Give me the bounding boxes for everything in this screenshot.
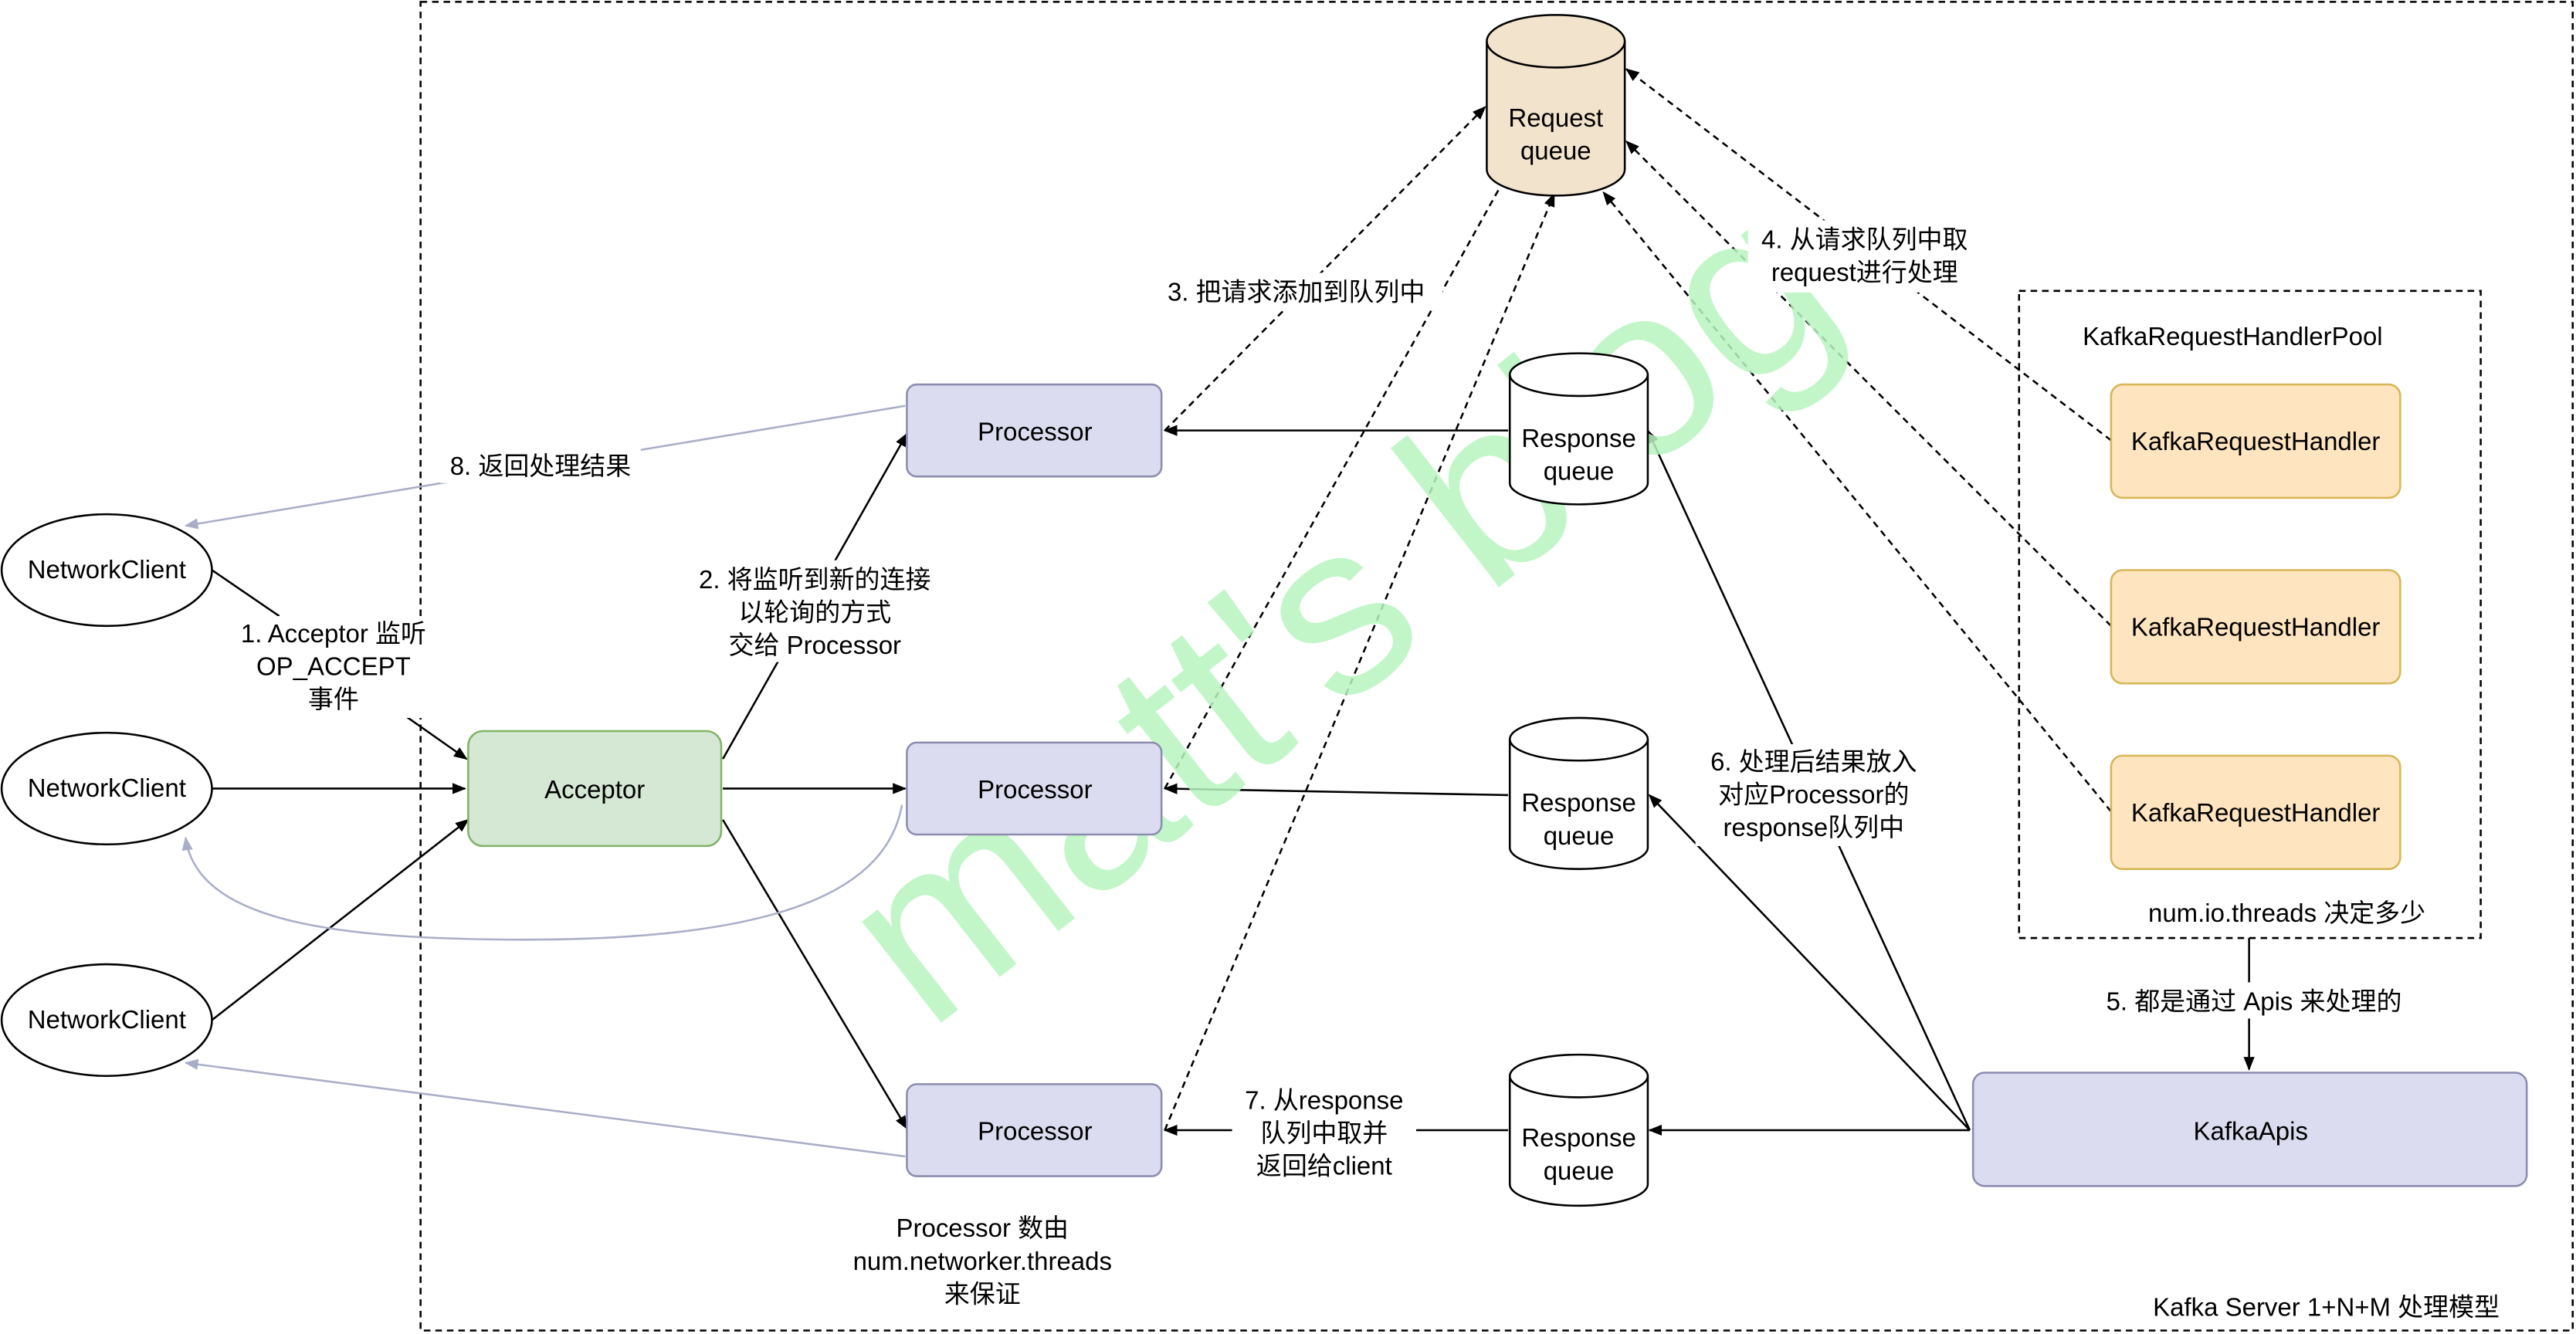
edge-apis-respq2 (1648, 794, 1971, 1131)
processor-node-1[interactable]: Processor (906, 383, 1163, 478)
step6-line3: response队列中 (1724, 813, 1905, 841)
handler-pool-title: KafkaRequestHandlerPool (2083, 322, 2383, 350)
network-client-3[interactable]: NetworkClient (0, 963, 213, 1078)
processor-note-line2: num.networker.threads (853, 1247, 1112, 1275)
step8-text: 8. 返回处理结果 (450, 452, 631, 480)
response-queue-3-label-line2: queue (1544, 1156, 1615, 1185)
kafka-apis-label: KafkaApis (2194, 1117, 2308, 1146)
processor-node-3[interactable]: Processor (906, 1083, 1163, 1177)
network-client-3-label: NetworkClient (28, 1005, 186, 1034)
response-queue-cylinder-3[interactable]: Response queue (1508, 1053, 1649, 1207)
response-queue-cylinder-2[interactable]: Response queue (1508, 716, 1649, 870)
edge-acceptor-processor3 (722, 819, 908, 1130)
step5-text: 5. 都是通过 Apis 来处理的 (2107, 987, 2402, 1016)
edge-client3-acceptor (211, 818, 469, 1021)
step4-line2: request进行处理 (1771, 258, 1958, 286)
step1-line3: 事件 (308, 685, 359, 713)
step3-text: 3. 把请求添加到队列中 (1168, 278, 1425, 306)
edge-processor2-requestq (1164, 171, 1510, 790)
edge-client1-link (211, 569, 280, 618)
edge-processor3-client3-return (184, 1058, 906, 1158)
step8-label: 8. 返回处理结果 (440, 446, 641, 483)
step6-label: 6. 处理后结果放入 对应Processor的 response队列中 (1695, 743, 1936, 846)
processor-1-label: Processor (978, 417, 1092, 445)
request-handler-1-label: KafkaRequestHandler (2131, 427, 2381, 455)
edge-handler3-requestq (1602, 191, 2112, 813)
step2-label: 2. 将监听到新的连接 以轮询的方式 交给 Processor (676, 560, 957, 662)
server-model-title: Kafka Server 1+N+M 处理模型 (2153, 1292, 2500, 1321)
processor-node-2[interactable]: Processor (906, 741, 1163, 836)
acceptor-label: Acceptor (544, 775, 645, 804)
request-queue-cylinder[interactable]: Request queue (1486, 14, 1626, 197)
response-queue-2-label-line2: queue (1544, 821, 1615, 850)
response-queue-1-label-line1: Response (1521, 424, 1635, 452)
processor-2-label: Processor (978, 775, 1092, 804)
step5-label: 5. 都是通过 Apis 来处理的 (2090, 982, 2418, 1019)
edge-processor3-requestq (1164, 192, 1555, 1131)
network-client-2[interactable]: NetworkClient (0, 731, 213, 846)
io-threads-note: num.io.threads 决定多少 (2148, 899, 2425, 927)
step1-line2: OP_ACCEPT (256, 652, 411, 681)
step4-line1: 4. 从请求队列中取 (1761, 225, 1968, 253)
edge-step1-acceptor (405, 715, 468, 760)
step7-label: 7. 从response 队列中取并 返回给client (1232, 1081, 1416, 1183)
step3-label: 3. 把请求添加到队列中 (1150, 273, 1442, 310)
edge-respq2-processor2 (1163, 783, 1509, 797)
kafka-server-boundary (419, 1, 2574, 1332)
network-client-2-label: NetworkClient (28, 774, 186, 802)
request-handler-1[interactable]: KafkaRequestHandler (2110, 383, 2401, 499)
step2-line2: 以轮询的方式 (738, 598, 891, 626)
step6-line2: 对应Processor的 (1718, 780, 1909, 809)
step7-line3: 返回给client (1256, 1151, 1392, 1180)
processor-note-line3: 来保证 (944, 1279, 1021, 1308)
request-handler-3-label: KafkaRequestHandler (2131, 798, 2381, 827)
response-queue-1-label-line2: queue (1544, 456, 1615, 485)
network-client-1[interactable]: NetworkClient (0, 513, 213, 628)
edge-processor2-client2-return (181, 804, 903, 941)
request-queue-label-line2: queue (1520, 137, 1591, 165)
step1-label: 1. Acceptor 监听 OP_ACCEPT 事件 (216, 616, 450, 718)
request-handler-2-label: KafkaRequestHandler (2131, 613, 2381, 642)
network-client-1-label: NetworkClient (28, 555, 186, 584)
response-queue-3-label-line1: Response (1521, 1123, 1635, 1152)
step4-label: 4. 从请求队列中取 request进行处理 (1747, 220, 1988, 293)
request-handler-2[interactable]: KafkaRequestHandler (2110, 569, 2401, 685)
step2-line3: 交给 Processor (729, 631, 902, 659)
processor-3-label: Processor (978, 1117, 1092, 1146)
processor-threads-note: Processor 数由 num.networker.threads 来保证 (853, 1214, 1112, 1308)
step2-line1: 2. 将监听到新的连接 (699, 565, 930, 594)
request-handler-3[interactable]: KafkaRequestHandler (2110, 754, 2401, 870)
response-queue-cylinder-1[interactable]: Response queue (1508, 352, 1649, 506)
step7-line2: 队列中取并 (1260, 1119, 1388, 1147)
step6-line1: 6. 处理后结果放入 (1710, 747, 1917, 776)
step1-line1: 1. Acceptor 监听 (241, 619, 426, 648)
processor-note-line1: Processor 数由 (897, 1214, 1069, 1242)
kafka-apis-node[interactable]: KafkaApis (1971, 1072, 2528, 1187)
response-queue-2-label-line1: Response (1521, 788, 1635, 817)
step7-line1: 7. 从response (1245, 1085, 1403, 1114)
acceptor-node[interactable]: Acceptor (467, 730, 723, 848)
edges (181, 68, 2255, 1158)
request-queue-label-line1: Request (1508, 103, 1603, 132)
